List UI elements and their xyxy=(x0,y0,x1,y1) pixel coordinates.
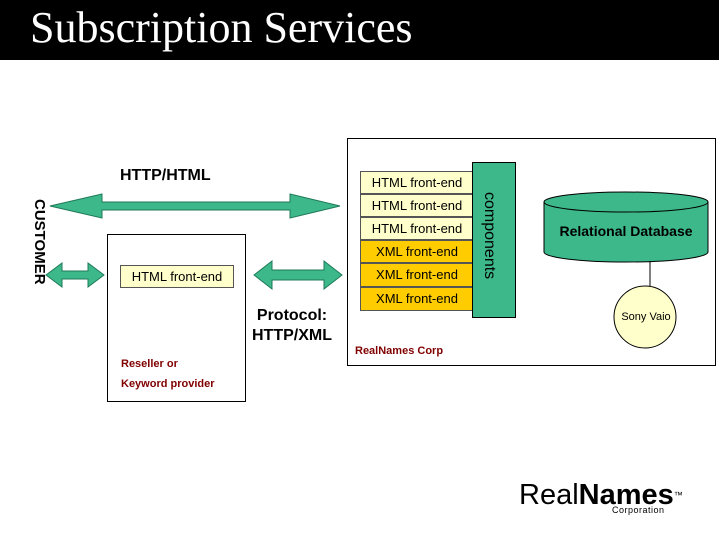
reseller-box xyxy=(107,234,246,402)
http-html-label: HTTP/HTML xyxy=(120,167,211,184)
realnames-logo: RealNames™ xyxy=(519,480,683,510)
title-bar: Subscription Services xyxy=(0,0,719,60)
logo-names: Names xyxy=(578,479,674,511)
protocol-line1: Protocol: xyxy=(256,307,328,324)
database-label: Relational Database xyxy=(559,223,693,239)
protocol-label: Protocol: HTTP/XML xyxy=(252,306,332,346)
reseller-label-line2: Keyword provider xyxy=(121,378,215,390)
customer-reseller-arrow xyxy=(45,262,105,288)
logo-tm: ™ xyxy=(673,490,683,500)
reseller-label-line1: Reseller or xyxy=(121,358,178,370)
page-title: Subscription Services xyxy=(30,3,413,52)
front-end-xml-1: XML front-end xyxy=(360,240,474,263)
logo-real: Real xyxy=(519,479,579,511)
server-label: Sony Vaio xyxy=(621,311,671,323)
front-end-xml-3: XML front-end xyxy=(360,287,474,311)
http-html-arrow xyxy=(49,193,341,219)
realnames-corp-label: RealNames Corp xyxy=(355,345,444,357)
protocol-line2: HTTP/XML xyxy=(252,327,332,344)
database-cylinder xyxy=(543,191,709,263)
front-end-xml-2: XML front-end xyxy=(360,263,474,287)
customer-label: CUSTOMER xyxy=(31,199,48,285)
front-end-html-3: HTML front-end xyxy=(360,217,474,240)
front-end-html-2: HTML front-end xyxy=(360,194,474,217)
realnames-box xyxy=(347,138,716,366)
reseller-realnames-arrow xyxy=(253,259,343,291)
reseller-html-front-end: HTML front-end xyxy=(120,265,234,288)
server-circle xyxy=(613,285,677,349)
components-label: components xyxy=(481,192,498,280)
front-end-html-1: HTML front-end xyxy=(360,171,474,194)
logo-corporation: Corporation xyxy=(612,505,665,515)
components-bar xyxy=(472,162,516,318)
